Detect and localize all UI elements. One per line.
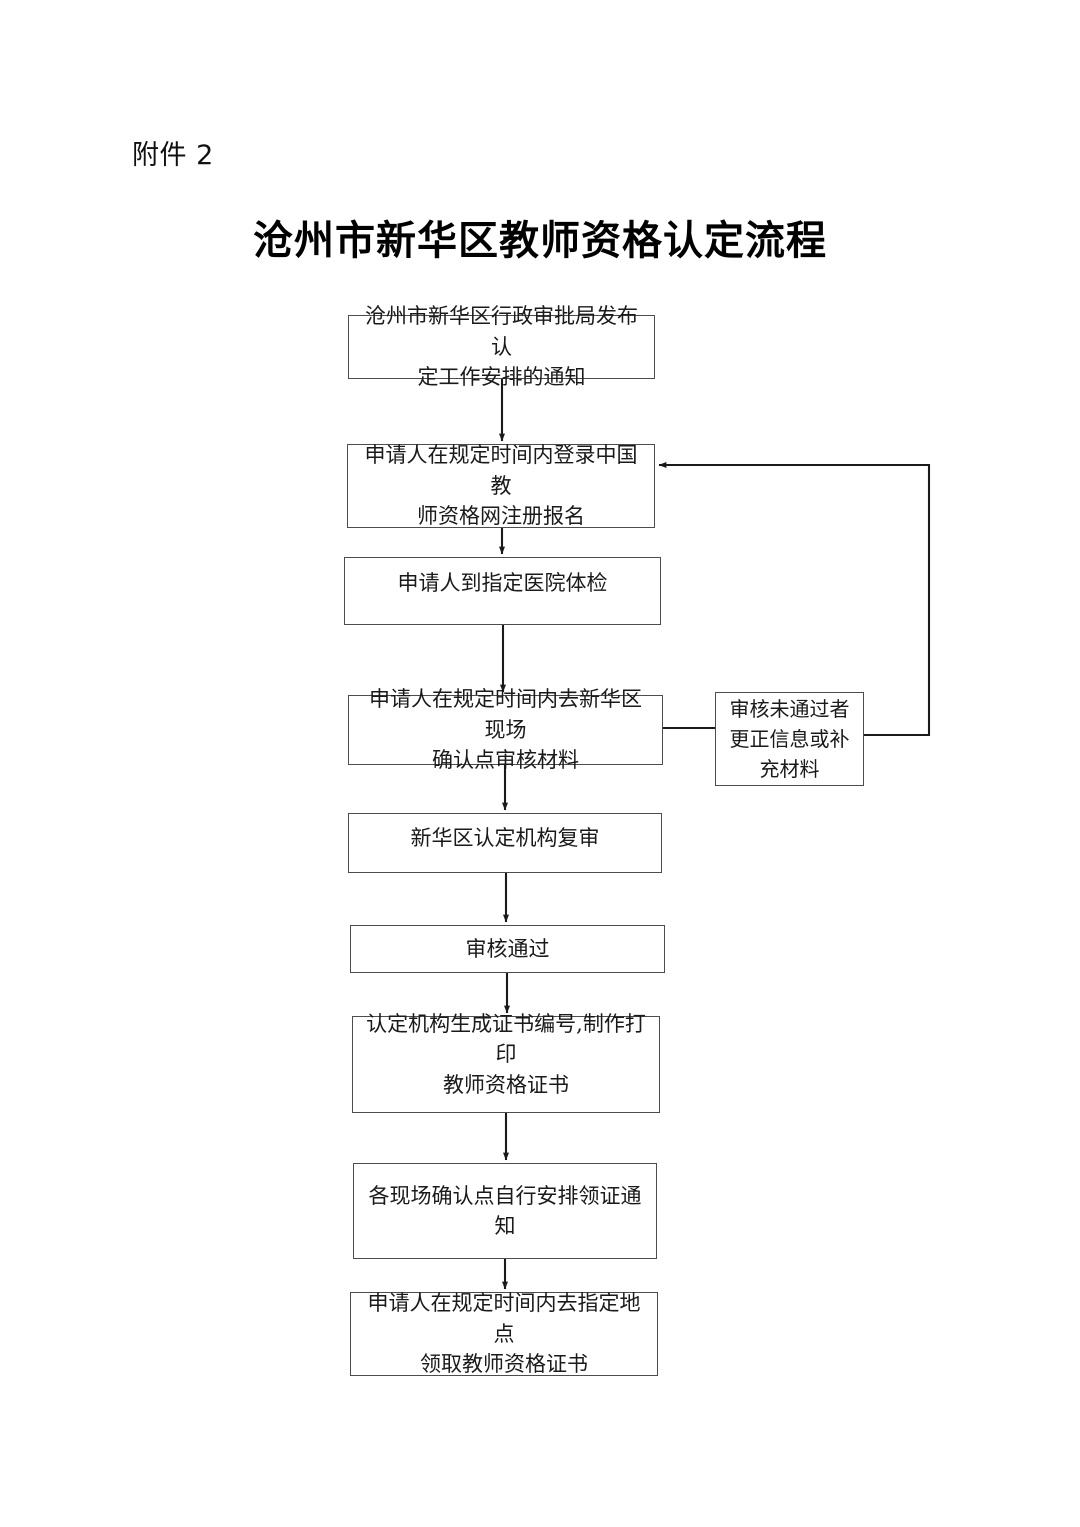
flow-node-onsite-verification: 申请人在规定时间内去新华区现场 确认点审核材料 [348, 687, 663, 772]
flow-node-review-passed: 审核通过 [350, 925, 665, 973]
page-title: 沧州市新华区教师资格认定流程 [253, 217, 827, 264]
flow-node-pickup-notice: 各现场确认点自行安排领证通知 [353, 1163, 657, 1259]
flow-node-rejected-correction: 审核未通过者 更正信息或补 充材料 [715, 692, 864, 786]
flow-node-generate-certificate: 认定机构生成证书编号,制作打印 教师资格证书 [352, 1012, 660, 1113]
flow-node-register: 申请人在规定时间内登录中国教 师资格网注册报名 [347, 443, 655, 528]
flow-node-medical-exam: 申请人到指定医院体检 [344, 557, 661, 625]
flow-node-collect-certificate: 申请人在规定时间内去指定地点 领取教师资格证书 [350, 1291, 658, 1376]
flow-node-review-passed-label: 审核通过 [465, 936, 550, 961]
flow-node-collect-certificate-label: 申请人在规定时间内去指定地点 领取教师资格证书 [367, 1291, 641, 1377]
flow-node-notice: 沧州市新华区行政审批局发布认 定工作安排的通知 [348, 304, 655, 389]
flow-node-agency-review-label: 新华区认定机构复审 [410, 826, 600, 850]
flow-node-agency-review: 新华区认定机构复审 [348, 813, 662, 873]
flow-node-register-label: 申请人在规定时间内登录中国教 师资格网注册报名 [364, 443, 638, 529]
flow-node-generate-certificate-label: 认定机构生成证书编号,制作打印 教师资格证书 [366, 1011, 646, 1097]
flow-node-onsite-verification-label: 申请人在规定时间内去新华区现场 确认点审核材料 [369, 687, 642, 773]
flow-node-pickup-notice-label: 各现场确认点自行安排领证通知 [368, 1183, 642, 1238]
flow-node-medical-exam-label: 申请人到指定医院体检 [397, 571, 608, 595]
attachment-label: 附件 2 [132, 140, 214, 171]
flow-node-rejected-correction-label: 审核未通过者 更正信息或补 充材料 [729, 697, 850, 781]
flow-node-notice-label: 沧州市新华区行政审批局发布认 定工作安排的通知 [365, 304, 638, 390]
